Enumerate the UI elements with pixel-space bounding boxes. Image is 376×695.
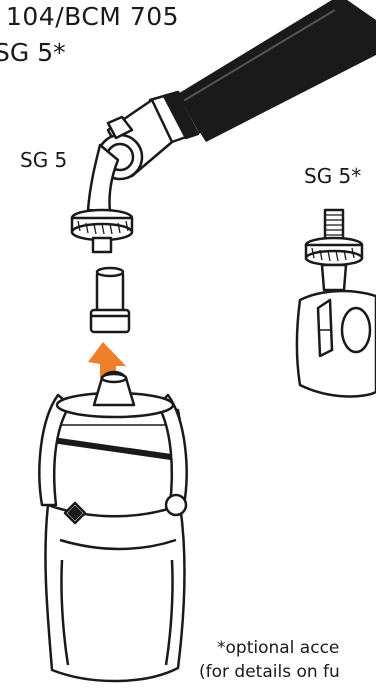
footnote-line-1: *optional acce xyxy=(217,638,340,658)
label-sg5-optional: SG 5* xyxy=(304,164,362,188)
sg5-optional-swivel xyxy=(295,208,376,398)
thread-adapter xyxy=(89,266,131,334)
title-line-1: 104/BCM 705 xyxy=(6,2,180,31)
arrow-up xyxy=(88,342,126,382)
label-sg5: SG 5 xyxy=(20,148,68,172)
microphone xyxy=(38,370,188,683)
footnote-line-2: (for details on fu xyxy=(199,662,340,682)
title-line-2: SG 5* xyxy=(0,38,66,67)
boom-arm xyxy=(176,0,376,142)
sg5-swivel-mount xyxy=(70,90,202,254)
